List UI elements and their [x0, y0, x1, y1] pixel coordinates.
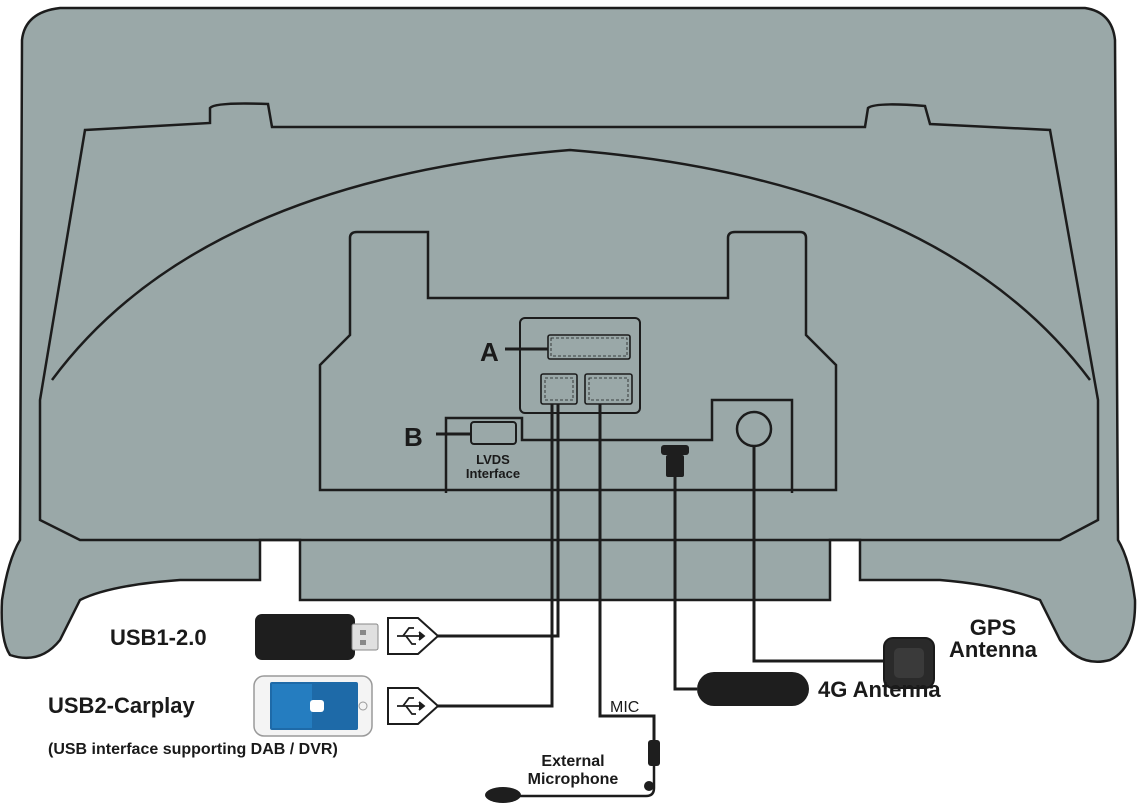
connector-small-right	[584, 373, 633, 405]
usb2-cable	[438, 404, 554, 708]
usb1-cable	[438, 404, 560, 638]
gps-label-line1: GPS	[970, 615, 1016, 640]
external-mic-label-line1: External	[541, 753, 604, 770]
gps-cable	[752, 446, 884, 663]
mic-label: MIC	[610, 699, 639, 716]
connector-a-label: A	[480, 337, 499, 367]
antenna-4g-image	[697, 672, 809, 706]
usb2-label: USB2-Carplay	[48, 693, 195, 718]
gps-antenna-face	[894, 648, 924, 678]
external-mic-label-line2: Microphone	[528, 771, 619, 788]
usb-stick-image	[255, 614, 379, 660]
connector-housing	[519, 317, 641, 414]
antenna-4g-plug	[661, 445, 689, 477]
usb2-socket	[387, 687, 440, 725]
mic-cable	[598, 404, 656, 740]
inner-bracket	[38, 102, 1100, 542]
antenna-4g-label: 4G Antenna	[818, 677, 941, 702]
usb1-label: USB1-2.0	[110, 625, 207, 650]
cables	[438, 404, 884, 740]
phone-image	[253, 675, 373, 737]
microphone-image	[485, 740, 660, 803]
connector-a: A	[480, 334, 631, 367]
usb1-symbol-icon	[397, 627, 426, 645]
usb2-symbol-icon	[397, 697, 426, 715]
usb-note-label: (USB interface supporting DAB / DVR)	[48, 741, 338, 758]
lvds-connector-b: B LVDS Interface	[404, 421, 520, 481]
connector-b-label: B	[404, 422, 423, 452]
dome-arc	[50, 148, 1091, 381]
usb1-socket	[387, 617, 440, 655]
lvds-label-line1: LVDS	[476, 452, 510, 467]
lower-panel	[444, 398, 794, 493]
antenna-4g-cable	[673, 477, 697, 691]
central-recess	[318, 230, 838, 492]
lvds-label-line2: Interface	[466, 466, 520, 481]
gps-label-line2: Antenna	[949, 637, 1038, 662]
